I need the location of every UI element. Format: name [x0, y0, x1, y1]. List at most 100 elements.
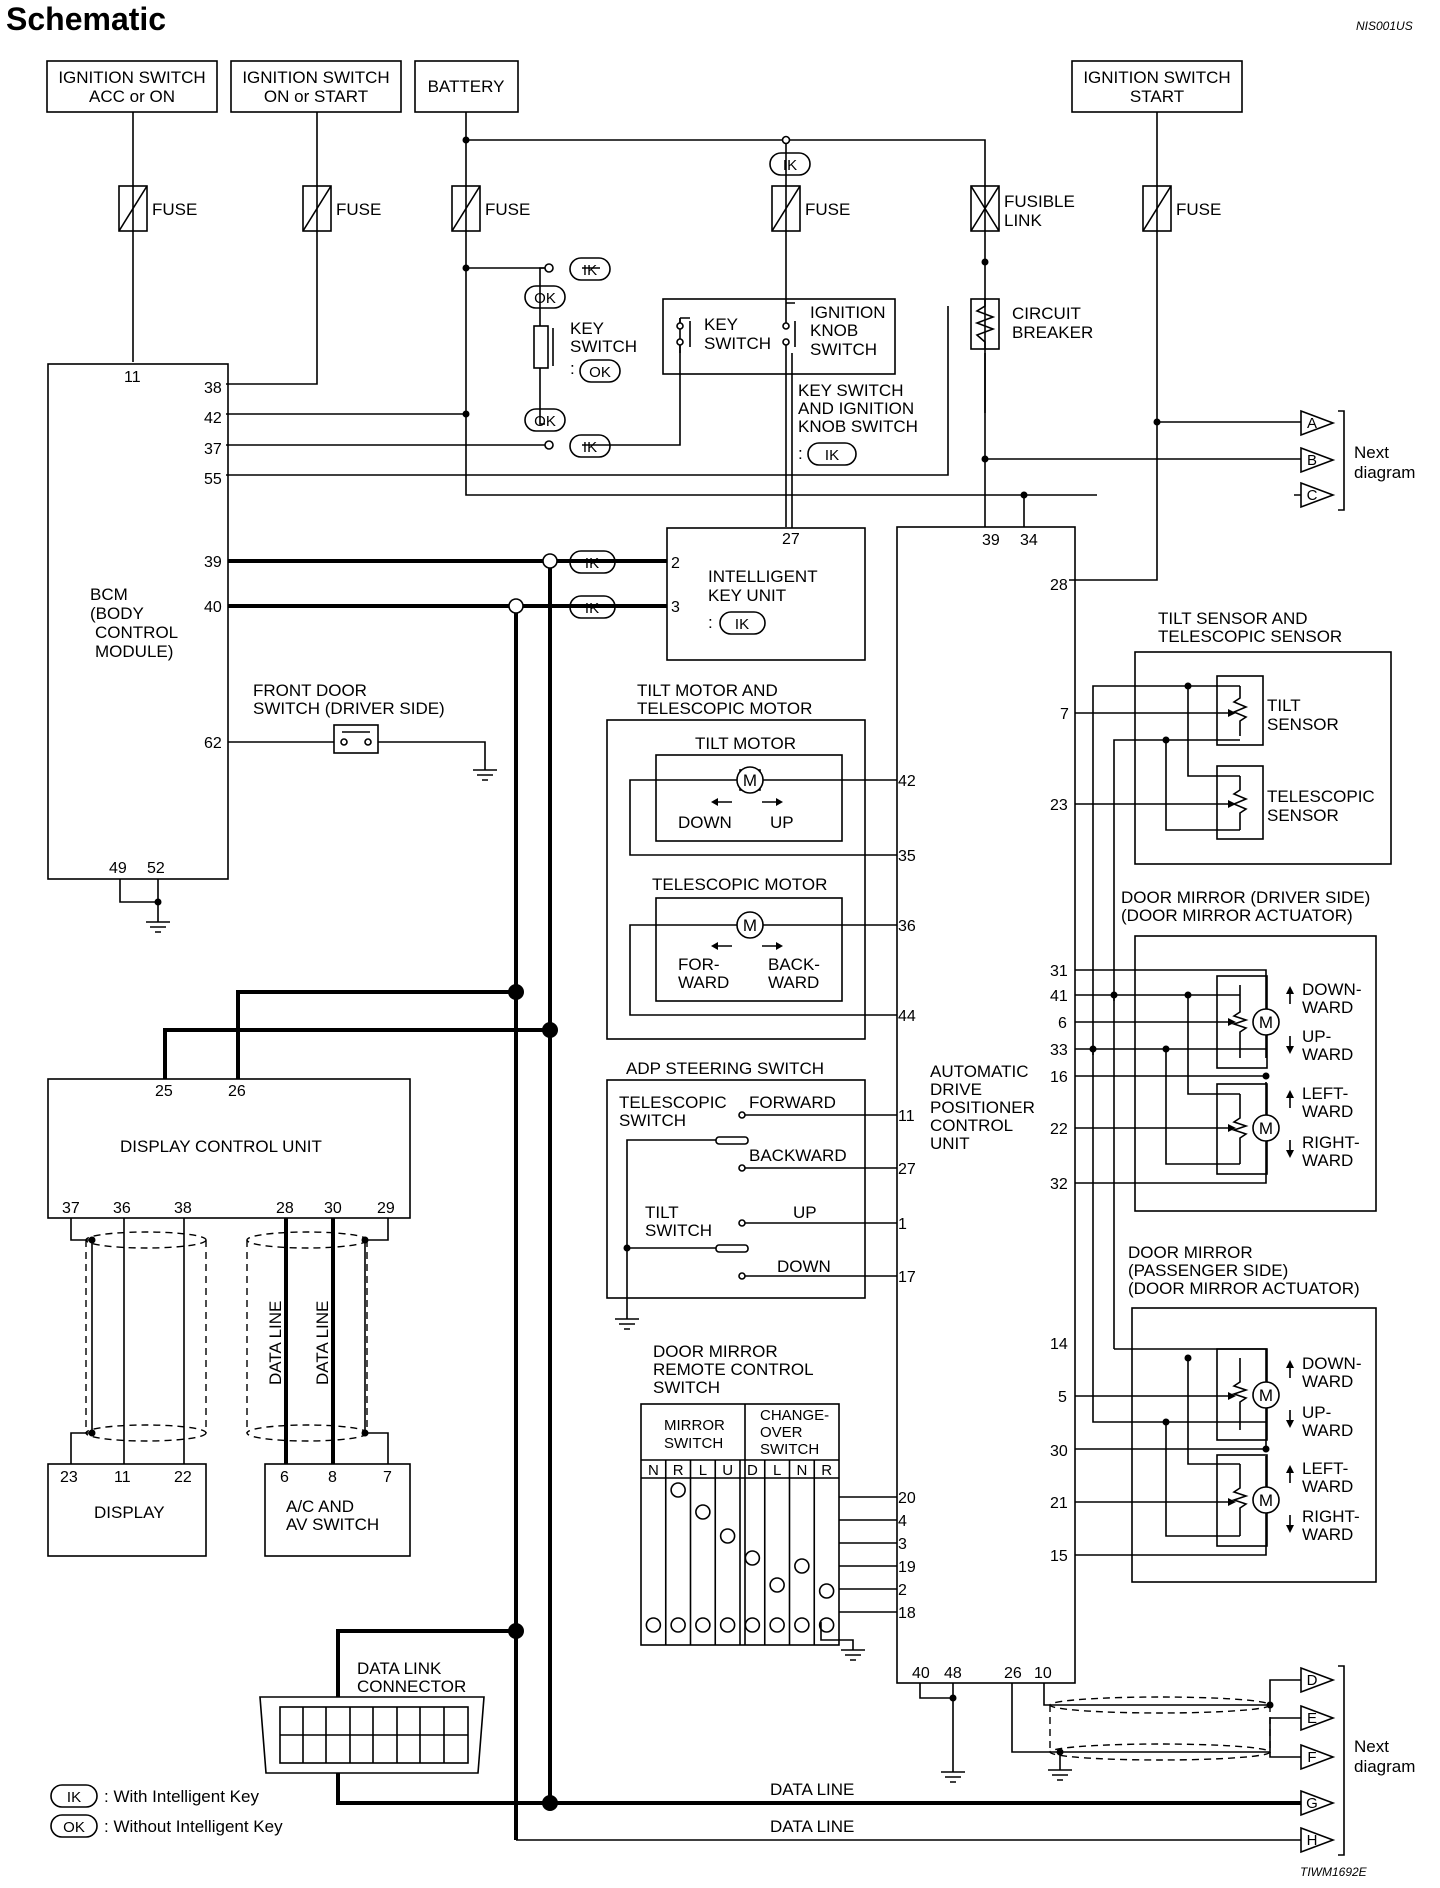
connector-e: E — [1300, 1704, 1336, 1732]
svg-text:LINK: LINK — [1004, 211, 1042, 230]
data-line-g — [336, 1773, 1301, 1805]
svg-text:KNOB: KNOB — [810, 321, 858, 340]
svg-text:AUTOMATIC: AUTOMATIC — [930, 1062, 1029, 1081]
svg-text::: : — [570, 359, 575, 378]
ground-icon — [473, 769, 497, 781]
pin-label: 1 — [898, 1216, 907, 1233]
tilt-switch-contact — [715, 1244, 749, 1253]
grid-col-label: L — [699, 1462, 707, 1479]
svg-text:IK: IK — [585, 600, 599, 617]
figure-code: TIWM1692E — [1300, 1865, 1368, 1879]
svg-text:H: H — [1307, 1832, 1318, 1849]
switch-contact-icon — [769, 1577, 785, 1593]
ik-tag: IK — [544, 434, 611, 458]
svg-text:IGNITION SWITCH: IGNITION SWITCH — [1083, 68, 1230, 87]
pin-label: 4 — [898, 1513, 907, 1530]
adp-steering-switch: ADP STEERING SWITCH TELESCOPIC SWITCH FO… — [606, 1059, 866, 1299]
page-title: Schematic — [6, 1, 166, 37]
key-knob-switch-ik: KEY SWITCH IGNITION KNOB SWITCH — [662, 298, 896, 375]
svg-text:SENSOR: SENSOR — [1267, 806, 1339, 825]
connector-a: A — [1300, 409, 1336, 437]
svg-text:26: 26 — [228, 1083, 246, 1100]
tele-motor-wires — [629, 924, 897, 1016]
svg-text:SWITCH: SWITCH — [760, 1441, 819, 1458]
svg-text:FUSE: FUSE — [1176, 200, 1221, 219]
svg-text:16: 16 — [1050, 1069, 1068, 1086]
svg-text:IK: IK — [67, 1789, 81, 1806]
key-knob-note: KEY SWITCH AND IGNITION KNOB SWITCH : IK — [798, 381, 918, 466]
pin-label: 36 — [898, 918, 916, 935]
svg-text:33: 33 — [1050, 1042, 1068, 1059]
mirror-remote-switch: DOOR MIRROR REMOTE CONTROL SWITCH MIRROR… — [640, 1342, 840, 1646]
dlc-line — [336, 1629, 516, 1697]
fuse-start: FUSE — [1142, 185, 1221, 232]
svg-text:IK: IK — [825, 447, 839, 464]
svg-text:F: F — [1307, 1749, 1316, 1766]
pin-label: 11 — [898, 1108, 915, 1125]
svg-text:BACKWARD: BACKWARD — [749, 1146, 847, 1165]
ground-icon — [615, 1318, 639, 1330]
svg-text:FORWARD: FORWARD — [749, 1093, 836, 1112]
svg-text:7: 7 — [1060, 706, 1069, 723]
svg-text:5: 5 — [1058, 1389, 1067, 1406]
svg-text:IGNITION SWITCH: IGNITION SWITCH — [242, 68, 389, 87]
svg-text:: Without Intelligent Key: : Without Intelligent Key — [104, 1817, 283, 1836]
svg-text:DATA LINK: DATA LINK — [357, 1659, 442, 1678]
svg-text:30: 30 — [1050, 1443, 1068, 1460]
svg-text:M: M — [1259, 1013, 1273, 1032]
svg-text:BACK-: BACK- — [768, 955, 820, 974]
svg-text:TELESCOPIC SENSOR: TELESCOPIC SENSOR — [1158, 627, 1342, 646]
svg-text:39: 39 — [204, 554, 222, 571]
svg-text:IGNITION SWITCH: IGNITION SWITCH — [58, 68, 205, 87]
mirror-passenger-motor-leftright: M LEFT- WARD RIGHT- WARD — [1252, 1456, 1360, 1544]
switch-contact-icon — [794, 1617, 810, 1633]
svg-text:UP-: UP- — [1302, 1403, 1331, 1422]
pin-label: 44 — [898, 1008, 916, 1025]
key-switch-ok: KEY SWITCH : OK — [533, 319, 637, 383]
switch-contact-icon — [818, 1583, 835, 1599]
svg-text:38: 38 — [174, 1200, 192, 1217]
svg-text:11: 11 — [114, 1469, 131, 1486]
svg-text:UP: UP — [793, 1203, 817, 1222]
svg-text:28: 28 — [276, 1200, 294, 1217]
tele-motor-icon: M — [711, 911, 783, 950]
svg-text:SWITCH: SWITCH — [653, 1378, 720, 1397]
grid-col-label: R — [673, 1462, 684, 1479]
svg-text:15: 15 — [1050, 1548, 1068, 1565]
top-wiring — [132, 112, 1294, 581]
next-diagram-label: Next — [1354, 1737, 1389, 1756]
svg-text:37: 37 — [204, 441, 222, 458]
svg-text:TILT MOTOR AND: TILT MOTOR AND — [637, 681, 778, 700]
svg-text:M: M — [1259, 1119, 1273, 1138]
svg-text:CIRCUIT: CIRCUIT — [1012, 304, 1081, 323]
svg-text:POSITIONER: POSITIONER — [930, 1098, 1035, 1117]
svg-text:62: 62 — [204, 735, 222, 752]
dcu-display-wires — [70, 1218, 185, 1464]
svg-text:23: 23 — [60, 1469, 78, 1486]
switch-contact-icon — [670, 1617, 686, 1633]
svg-text:UP-: UP- — [1302, 1027, 1331, 1046]
svg-text:40: 40 — [204, 599, 222, 616]
tilt-telescopic-motor: TILT MOTOR AND TELESCOPIC MOTOR TILT MOT… — [606, 681, 866, 1040]
fuse-ik: FUSE — [771, 185, 850, 232]
fuse-on-start: FUSE — [302, 185, 381, 232]
svg-text:22: 22 — [174, 1469, 192, 1486]
grid-col-label: U — [722, 1462, 733, 1479]
fusible-link: FUSIBLE LINK — [970, 185, 1075, 232]
svg-text:TELESCOPIC MOTOR: TELESCOPIC MOTOR — [637, 699, 812, 718]
telescopic-switch-contact — [715, 1136, 749, 1145]
svg-text:KEY: KEY — [704, 315, 738, 334]
ik-tag: IK — [769, 152, 811, 176]
adp-switch-wires — [742, 1114, 897, 1277]
svg-text:OVER: OVER — [760, 1424, 803, 1441]
svg-text:IK: IK — [783, 157, 797, 174]
svg-text:SWITCH (DRIVER SIDE): SWITCH (DRIVER SIDE) — [253, 699, 445, 718]
grid-col-label: R — [821, 1462, 832, 1479]
svg-text:(PASSENGER SIDE): (PASSENGER SIDE) — [1128, 1261, 1288, 1280]
door-mirror-passenger: DOOR MIRROR (PASSENGER SIDE) (DOOR MIRRO… — [1128, 1243, 1377, 1583]
source-ign-start: IGNITION SWITCH START — [1071, 60, 1243, 113]
ik-tag: IK — [569, 595, 616, 619]
svg-text:KNOB SWITCH: KNOB SWITCH — [798, 417, 918, 436]
svg-text:CONTROL: CONTROL — [930, 1116, 1013, 1135]
pin-label: 19 — [898, 1559, 916, 1576]
